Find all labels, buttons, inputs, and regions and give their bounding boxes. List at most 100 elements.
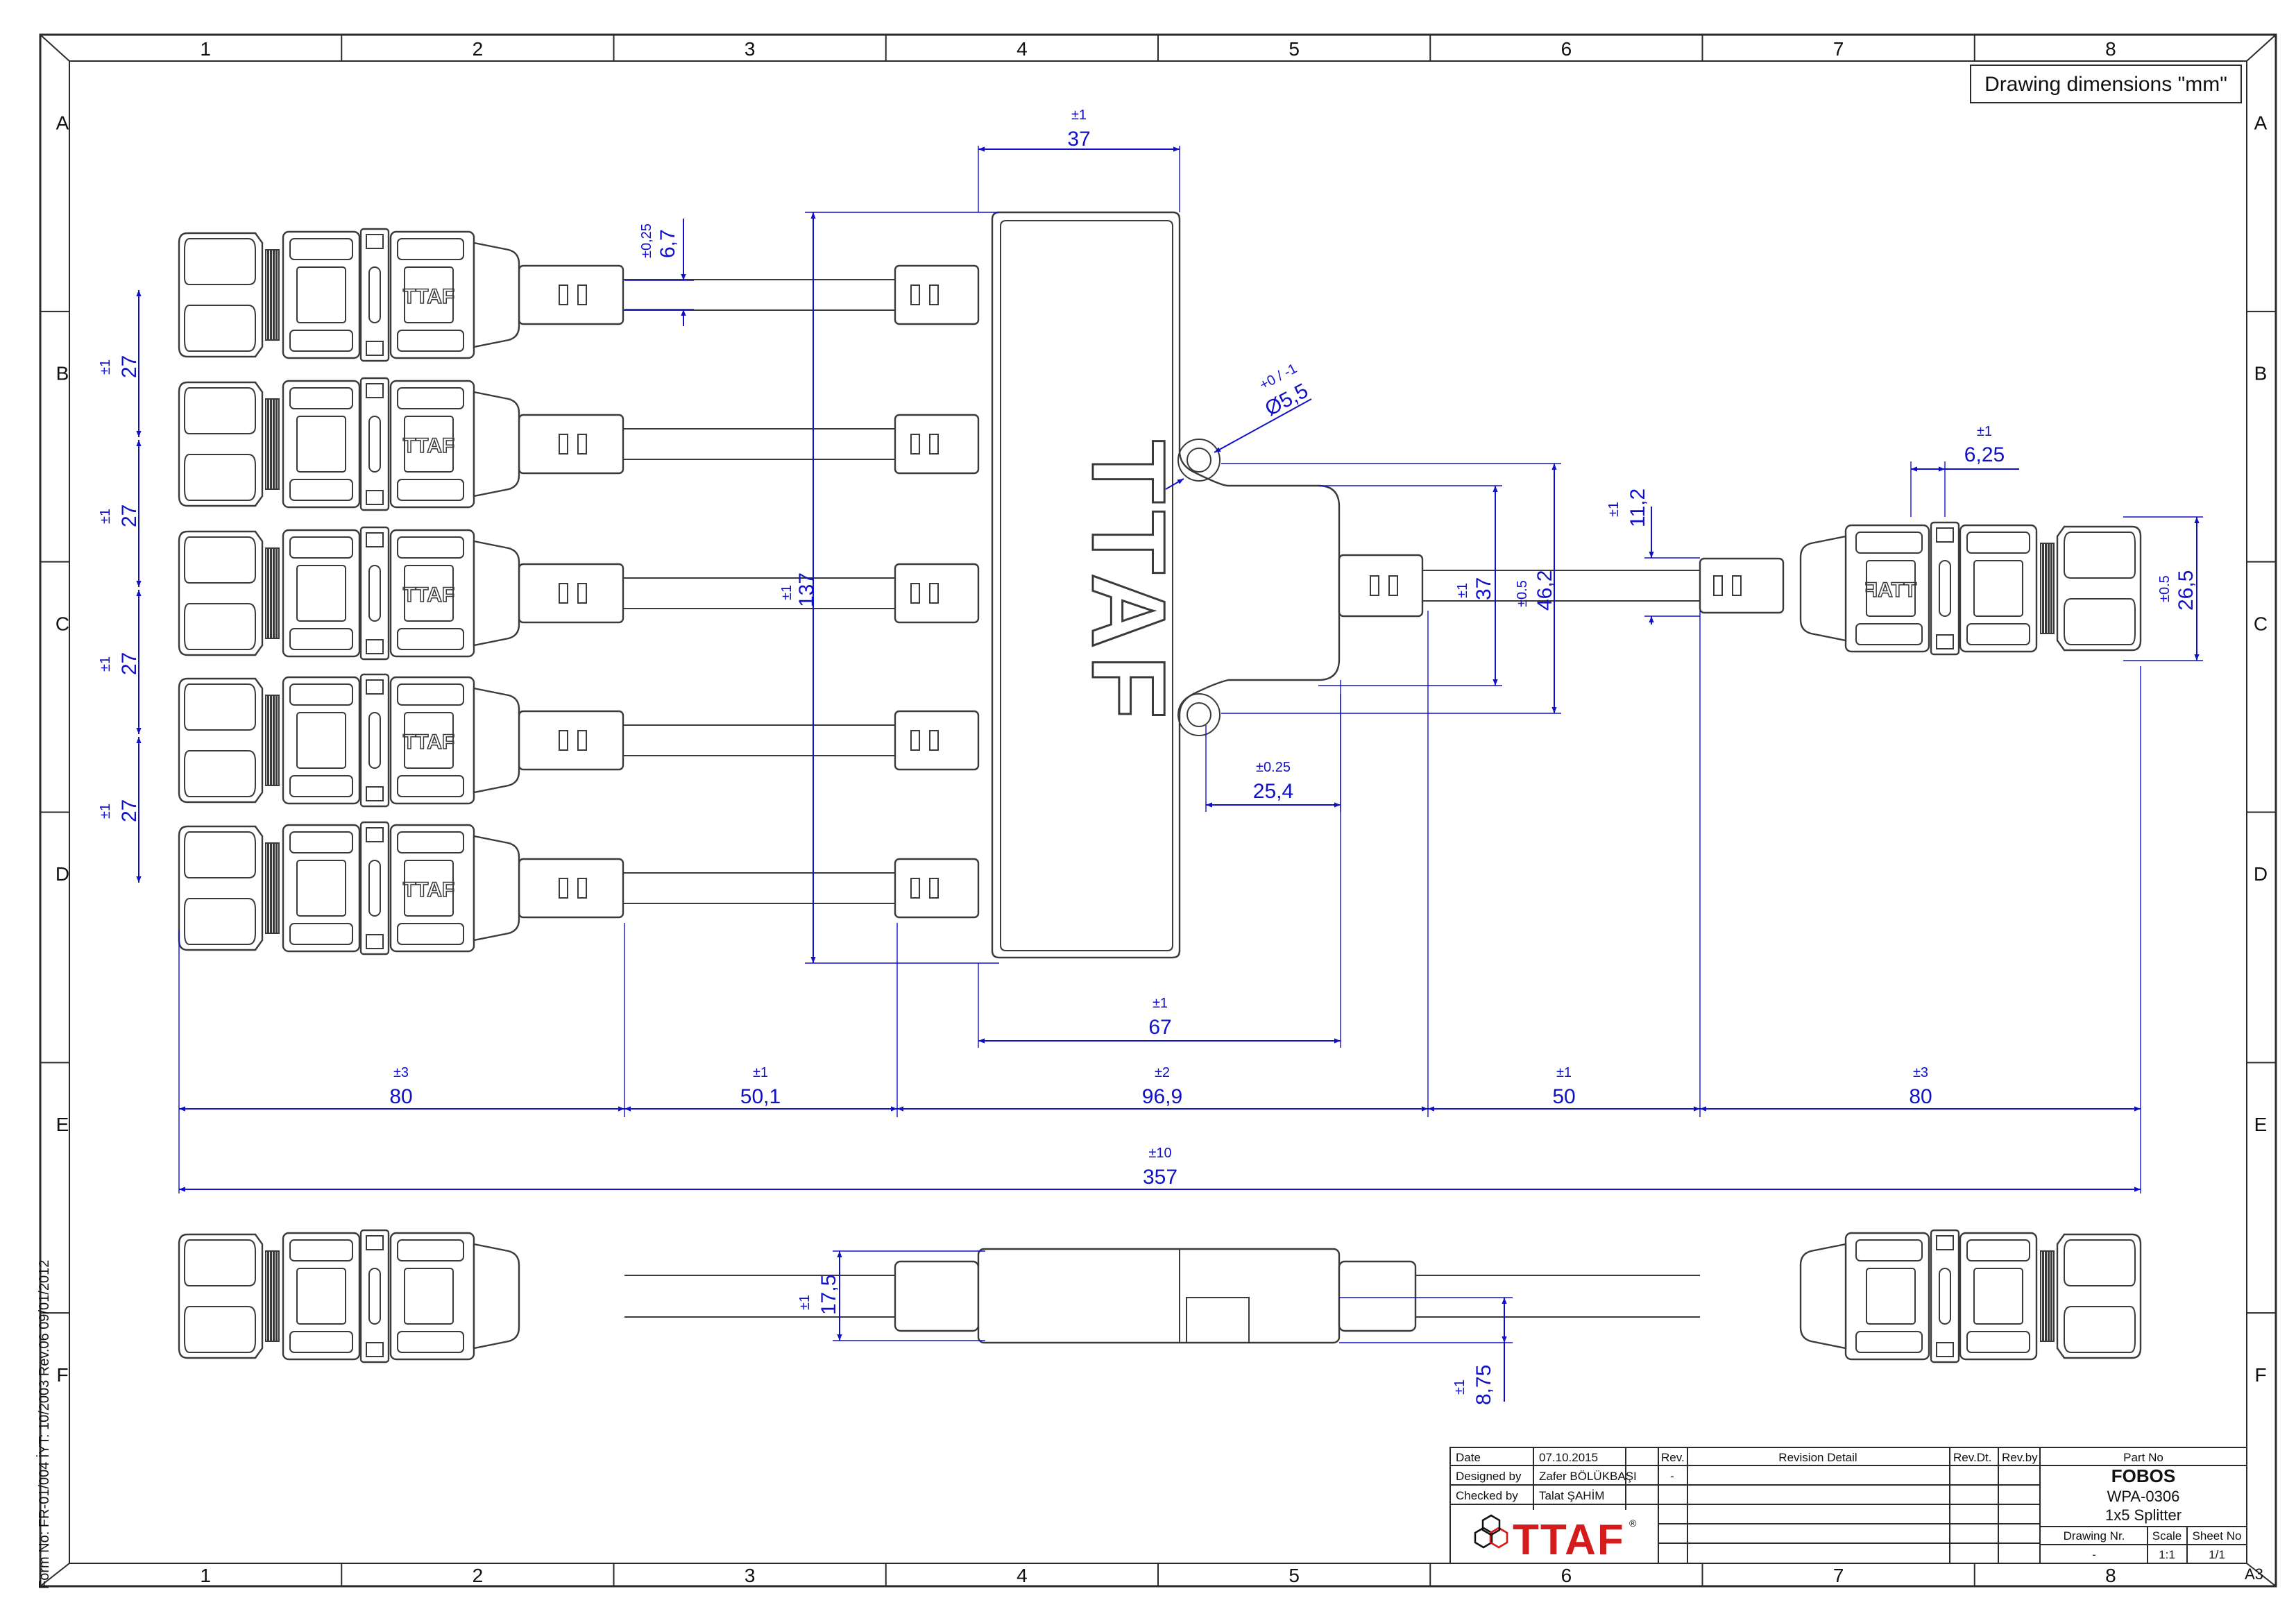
dim-50-1: 50,1 <box>740 1085 781 1108</box>
dim-27-group: ±1 27 ±1 27 ±1 27 ±1 27 <box>98 290 142 883</box>
grid-column-label: 8 <box>2105 1565 2116 1586</box>
form-number: Form No: FR-01/004 İYT: 10/2003 Rev.06 0… <box>36 1260 52 1589</box>
connector-logo: TTAF <box>403 584 454 606</box>
body-logo: TTAF <box>1071 440 1187 726</box>
tb-part-desc: 1x5 Splitter <box>2105 1506 2182 1524</box>
grid-column-label: 7 <box>1833 38 1844 60</box>
dim-27-3-tol: ±1 <box>98 656 113 672</box>
input-cable <box>518 710 980 771</box>
input-cable <box>518 563 980 624</box>
grid-column-label: 5 <box>1289 1565 1300 1586</box>
dim-67-tol: ±1 <box>1153 996 1168 1011</box>
dim-27-3: 27 <box>118 652 141 675</box>
splitter-body: TTAF <box>991 211 1341 959</box>
sheet-size-label: A3 <box>2245 1565 2263 1583</box>
side-view <box>178 1229 2142 1363</box>
output-connector-body: TTAF <box>1799 521 2142 656</box>
tb-designed-label: Designed by <box>1456 1470 1522 1483</box>
dim-80-left-tol: ±3 <box>393 1065 409 1080</box>
dim-80-left: 80 <box>389 1085 412 1108</box>
dim-27-1: 27 <box>118 355 141 378</box>
grid-column-label: 1 <box>200 38 211 60</box>
tb-revision-detail-header: Revision Detail <box>1778 1451 1857 1464</box>
dim-27-4-tol: ±1 <box>98 804 113 819</box>
grid-row-label: C <box>56 613 69 634</box>
grid-column-label: 6 <box>1561 1565 1572 1586</box>
tb-designed-value: Zafer BÖLÜKBAŞI <box>1539 1470 1637 1483</box>
input-connector: TTAF <box>178 377 520 511</box>
dim-25-4-tol: ±0.25 <box>1256 760 1291 775</box>
grid-column-label: 7 <box>1833 1565 1844 1586</box>
dim-50: 50 <box>1552 1085 1575 1108</box>
dim-6-7-tol: ±0,25 <box>639 223 654 258</box>
input-cable <box>518 264 980 325</box>
connector-logo: TTAF <box>403 285 454 308</box>
grid-row-label: A <box>56 112 69 134</box>
grid-column-label: 5 <box>1289 38 1300 60</box>
dim-26-5: 26,5 <box>2175 570 2197 611</box>
input-connector: TTAF <box>178 228 520 362</box>
dim-11-2: 11,2 <box>1626 488 1649 527</box>
input-connector: TTAF <box>178 526 520 661</box>
grid-column-label: 2 <box>473 38 484 60</box>
grid-column-label: 3 <box>745 1565 756 1586</box>
tb-rev-header: Rev. <box>1661 1451 1685 1464</box>
grid-row-label: C <box>2254 613 2268 634</box>
dim-46-2-tol: ±0.5 <box>1515 580 1530 607</box>
dim-27-2-tol: ±1 <box>98 509 113 524</box>
dim-6-25: 6,25 <box>1964 443 2005 466</box>
grid-row-label: D <box>2254 863 2268 885</box>
grid-column-label: 8 <box>2105 38 2116 60</box>
tb-checked-label: Checked by <box>1456 1489 1518 1502</box>
sheet-frame <box>39 33 2277 1588</box>
dim-8-75-tol: ±1 <box>1452 1379 1468 1395</box>
tb-date-value: 07.10.2015 <box>1539 1451 1598 1464</box>
dim-80-right: 80 <box>1909 1085 1932 1108</box>
dim-357: 357 <box>1143 1166 1177 1189</box>
dim-27-2: 27 <box>118 504 141 527</box>
dimensions: ±1 37 ±0,25 6,7 ±1 27 ±1 27 ±1 27 ±1 27 … <box>98 108 2203 1405</box>
tb-checked-value: Talat ŞAHİM <box>1539 1489 1604 1502</box>
grid-row-label: B <box>2254 363 2268 384</box>
hexagon-logo-icon <box>1474 1514 1508 1549</box>
input-cable <box>518 414 980 475</box>
dim-11-2-tol: ±1 <box>1606 502 1622 517</box>
dim-17-5-tol: ±1 <box>797 1295 813 1310</box>
dim-8-75: 8,75 <box>1472 1365 1495 1405</box>
grid-row-label: F <box>56 1364 68 1386</box>
dim-46-2: 46,2 <box>1533 570 1556 611</box>
dim-17-5: 17,5 <box>817 1275 840 1315</box>
tb-drawing-nr-label: Drawing Nr. <box>2064 1529 2125 1543</box>
grid-column-label: 6 <box>1561 38 1572 60</box>
grid-row-label: D <box>56 863 69 885</box>
dim-137-tol: ±1 <box>779 585 794 600</box>
output-cable <box>1338 554 1785 618</box>
side-connector-right-body <box>1799 1229 2142 1363</box>
tb-part-no-label: Part No <box>2123 1451 2163 1464</box>
dim-37-mid: 37 <box>1472 577 1495 600</box>
dim-80-right-tol: ±3 <box>1913 1065 1928 1080</box>
dim-37-top-tol: ±1 <box>1071 108 1087 123</box>
dim-37-mid-tol: ±1 <box>1455 583 1470 598</box>
registered-mark: ® <box>1629 1518 1637 1529</box>
dim-50-tol: ±1 <box>1556 1065 1572 1080</box>
dim-25-4: 25,4 <box>1253 780 1293 803</box>
grid-column-label: 3 <box>745 38 756 60</box>
dim-67: 67 <box>1148 1016 1171 1039</box>
grid-column-label: 4 <box>1017 38 1028 60</box>
input-connector: TTAF <box>178 821 520 955</box>
output-connector: TTAF <box>1799 521 2142 656</box>
grid-row-label: E <box>2254 1114 2268 1135</box>
connector-logo: TTAF <box>403 731 454 754</box>
grid-row-label: E <box>56 1114 69 1135</box>
grid-column-label: 4 <box>1017 1565 1028 1586</box>
grid-column-label: 2 <box>473 1565 484 1586</box>
dim-27-1-tol: ±1 <box>98 359 113 375</box>
connector-logo: TTAF <box>1865 579 1916 602</box>
dim-37-top: 37 <box>1067 128 1090 151</box>
input-cable <box>518 858 980 919</box>
dim-137: 137 <box>795 572 818 607</box>
top-view: TTAF TTAF TTAF TTAF TTAF TTAF TTAF <box>178 211 2142 959</box>
connector-logo: TTAF <box>403 878 454 901</box>
